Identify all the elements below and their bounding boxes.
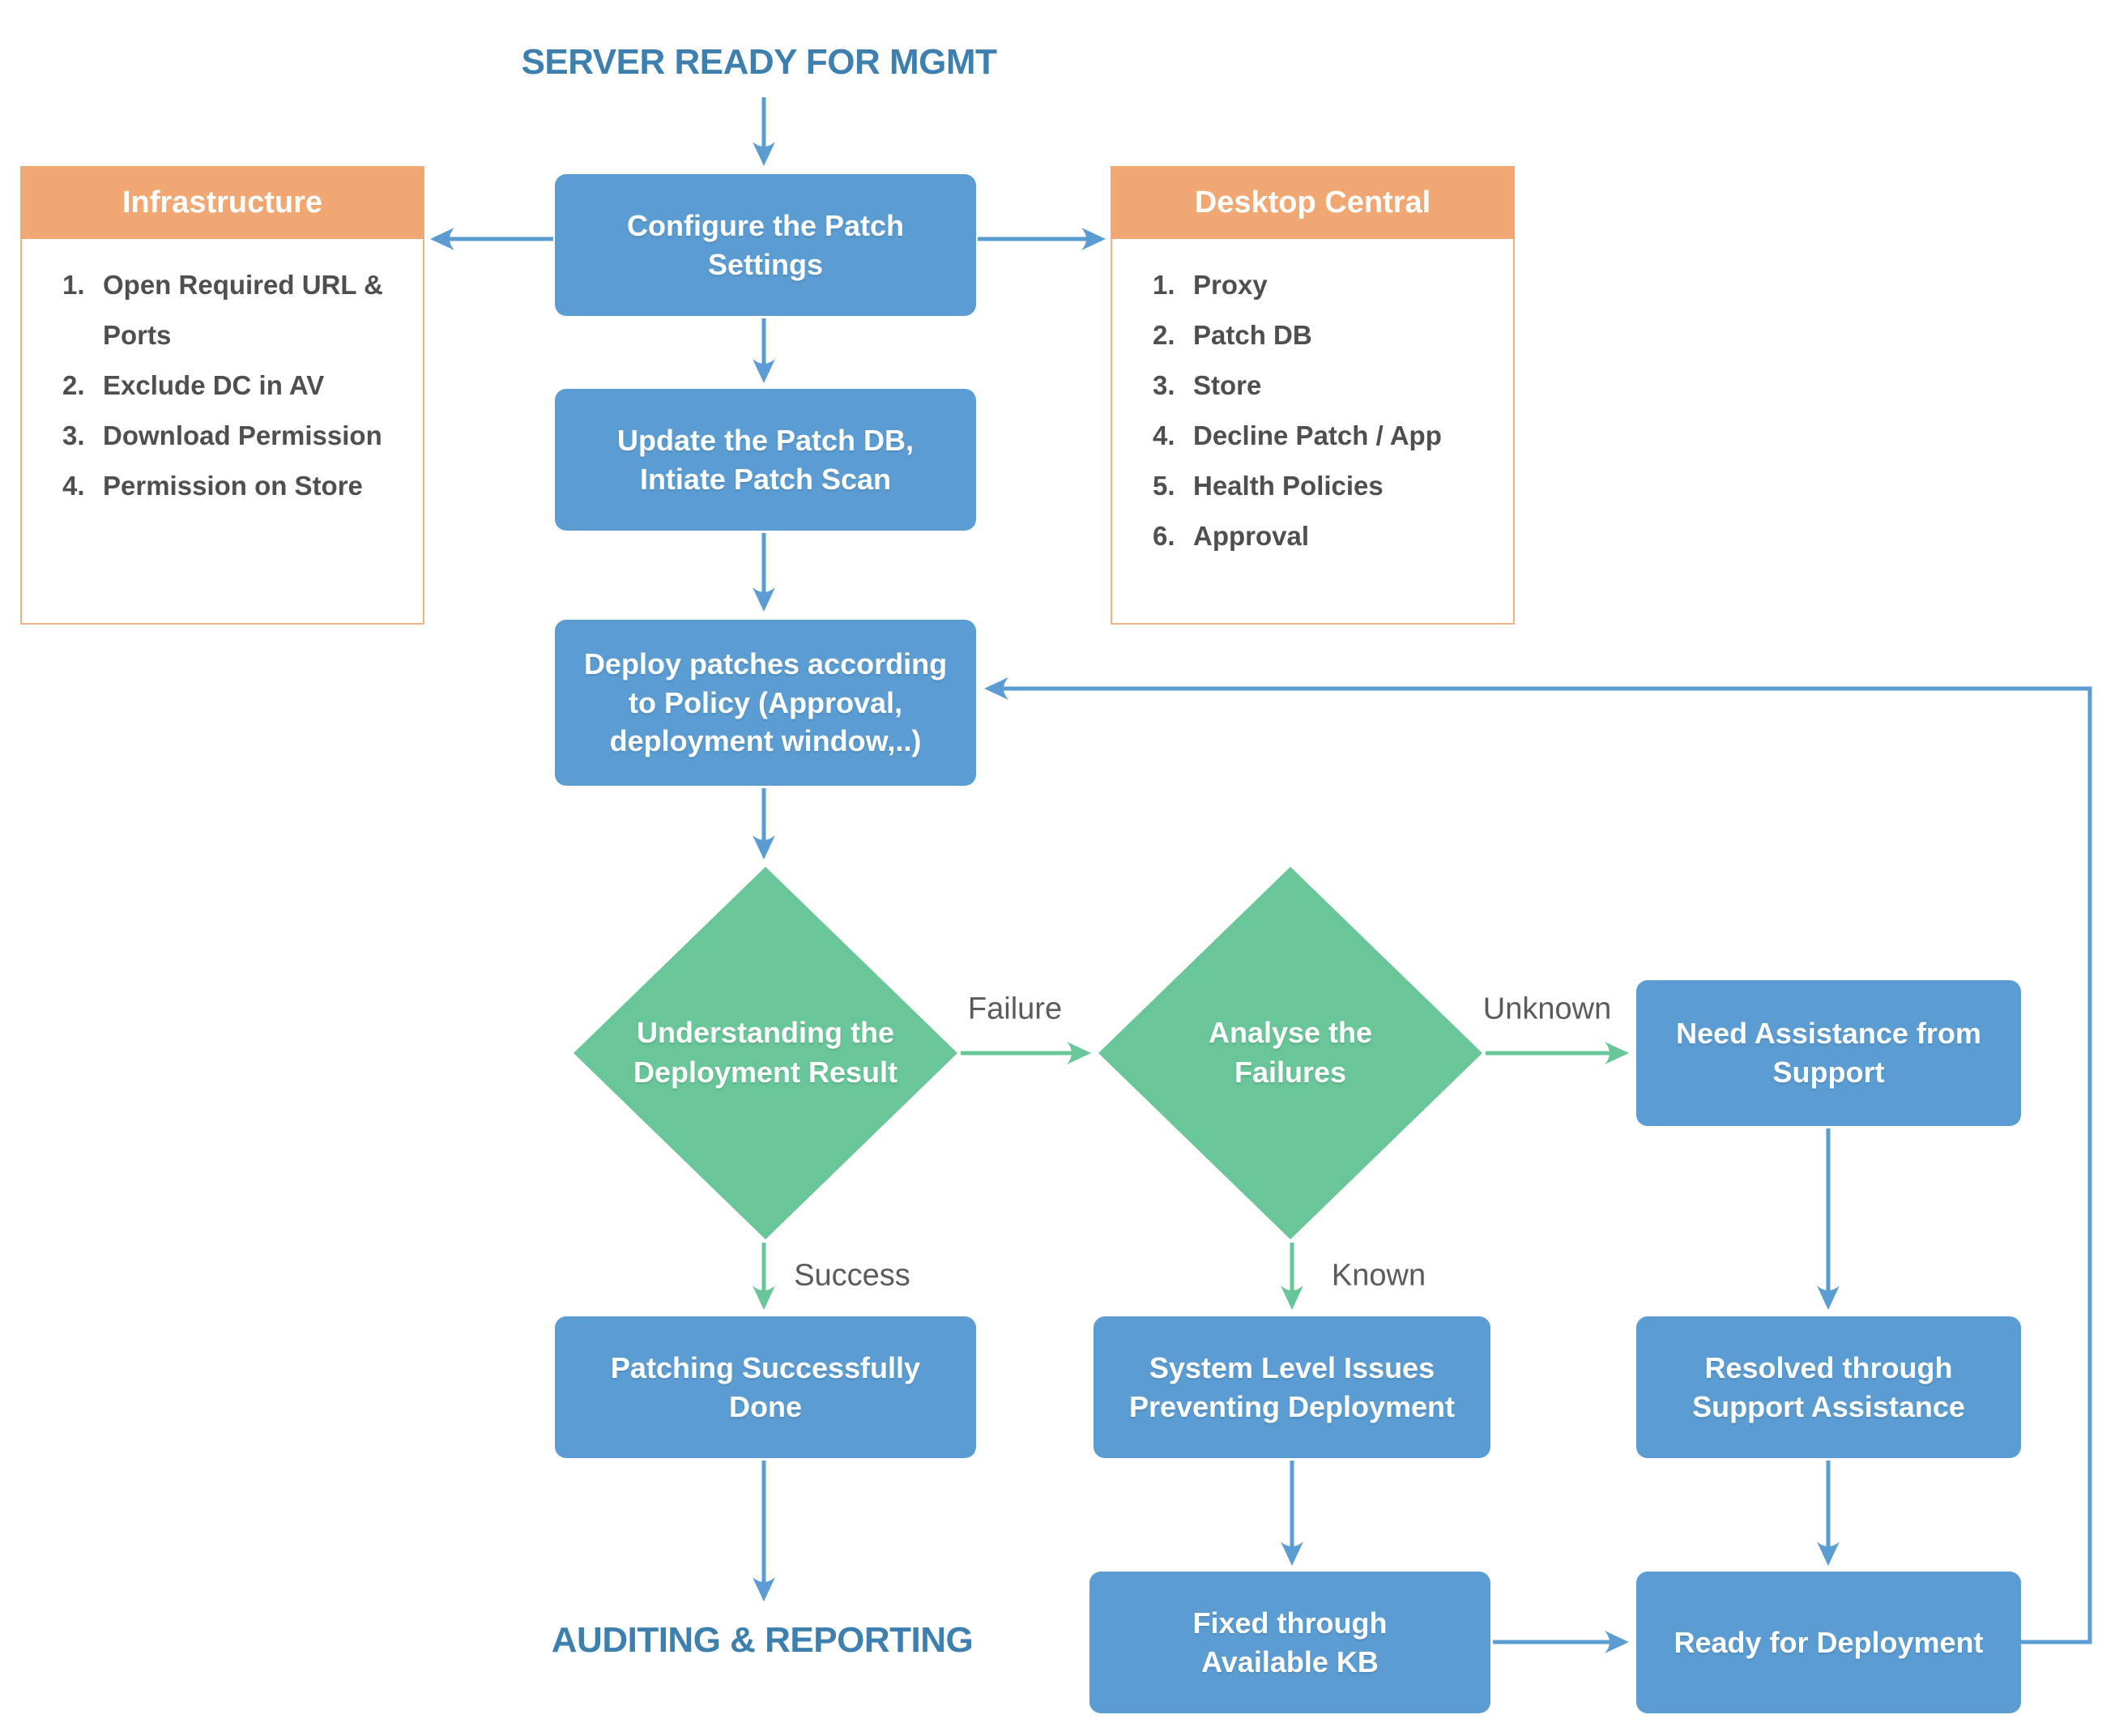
decision-label: Analyse the Failures (1208, 1016, 1373, 1089)
list-item: 3. Store (1153, 360, 1507, 411)
panel-desktop-central: Desktop Central 1. Proxy 2. Patch DB 3. … (1111, 166, 1515, 625)
node-label: Deploy patches according to Policy (Appr… (583, 647, 948, 758)
list-item-text: Exclude DC in AV (103, 370, 325, 400)
list-item: 2. Patch DB (1153, 310, 1507, 360)
list-item: 3. Download Permission (62, 411, 416, 461)
list-item-text: Download Permission (103, 420, 382, 450)
list-item: 2. Exclude DC in AV (62, 360, 416, 411)
decision-analyse-failures: Analyse the Failures (1098, 867, 1482, 1239)
arrow-ready-feedback-to-deploy (984, 677, 2092, 1644)
diamond-shape (1098, 867, 1482, 1239)
edge-label-known: Known (1331, 1258, 1426, 1293)
node-label: Fixed through Available KB (1192, 1606, 1388, 1678)
list-item-number: 5. (1153, 471, 1175, 501)
node-resolved-through-support: Resolved through Support Assistance (1636, 1316, 2021, 1458)
list-item-number: 4. (62, 471, 85, 501)
list-item-text: Open Required URL & Ports (103, 270, 383, 350)
list-item-number: 3. (1153, 370, 1175, 400)
edge-label-failure: Failure (967, 992, 1063, 1026)
list-item-number: 4. (1153, 420, 1175, 450)
node-label: System Level Issues Preventing Deploymen… (1128, 1350, 1456, 1423)
list-item-text: Store (1193, 370, 1262, 400)
list-item-text: Proxy (1193, 270, 1268, 300)
node-ready-for-deployment: Ready for Deployment (1636, 1572, 2021, 1713)
decision-understanding-deployment-result: Understanding the Deployment Result (573, 867, 957, 1239)
list-item-number: 6. (1153, 521, 1175, 551)
list-item: 4. Decline Patch / App (1153, 411, 1507, 461)
list-item-text: Approval (1193, 521, 1310, 551)
node-label: Configure the Patch Settings (626, 208, 905, 281)
list-item-number: 2. (1153, 320, 1175, 350)
diamond-shape (573, 867, 957, 1239)
panel-desktop-central-list: 1. Proxy 2. Patch DB 3. Store 4. Decline… (1112, 239, 1513, 623)
list-item-number: 2. (62, 370, 85, 400)
list-item: 6. Approval (1153, 511, 1507, 561)
page-title: SERVER READY FOR MGMT (521, 42, 997, 82)
list-item: 1. Open Required URL & Ports (62, 260, 416, 360)
node-patching-done: Patching Successfully Done (555, 1316, 976, 1458)
decision-label: Understanding the Deployment Result (633, 1016, 898, 1089)
node-label: Ready for Deployment (1673, 1625, 1984, 1659)
list-item-number: 1. (62, 270, 85, 300)
node-need-assistance: Need Assistance from Support (1636, 980, 2021, 1126)
list-item-text: Decline Patch / App (1193, 420, 1442, 450)
list-item-number: 3. (62, 420, 85, 450)
list-item: 5. Health Policies (1153, 461, 1507, 511)
panel-desktop-central-title: Desktop Central (1111, 166, 1515, 239)
node-label: Update the Patch DB, Intiate Patch Scan (616, 423, 915, 496)
list-item-number: 1. (1153, 270, 1175, 300)
edge-label-success: Success (794, 1258, 910, 1293)
node-label: Need Assistance from Support (1676, 1017, 1981, 1089)
node-configure-patch-settings: Configure the Patch Settings (555, 174, 976, 316)
edge-label-unknown: Unknown (1482, 992, 1612, 1026)
node-deploy-patches: Deploy patches according to Policy (Appr… (555, 620, 976, 786)
panel-infrastructure-list: 1. Open Required URL & Ports 2. Exclude … (22, 239, 423, 623)
node-update-patch-db: Update the Patch DB, Intiate Patch Scan (555, 389, 976, 531)
list-item-text: Permission on Store (103, 471, 363, 501)
node-label: Patching Successfully Done (610, 1350, 921, 1423)
node-system-level-issues: System Level Issues Preventing Deploymen… (1094, 1316, 1490, 1458)
list-item-text: Patch DB (1193, 320, 1312, 350)
panel-infrastructure: Infrastructure 1. Open Required URL & Po… (20, 166, 424, 625)
list-item: 1. Proxy (1153, 260, 1507, 310)
footer-auditing-reporting: AUDITING & REPORTING (551, 1620, 974, 1660)
node-fixed-through-kb: Fixed through Available KB (1089, 1572, 1490, 1713)
panel-infrastructure-title: Infrastructure (20, 166, 424, 239)
list-item-text: Health Policies (1193, 471, 1384, 501)
node-label: Resolved through Support Assistance (1692, 1350, 1965, 1423)
list-item: 4. Permission on Store (62, 461, 416, 511)
